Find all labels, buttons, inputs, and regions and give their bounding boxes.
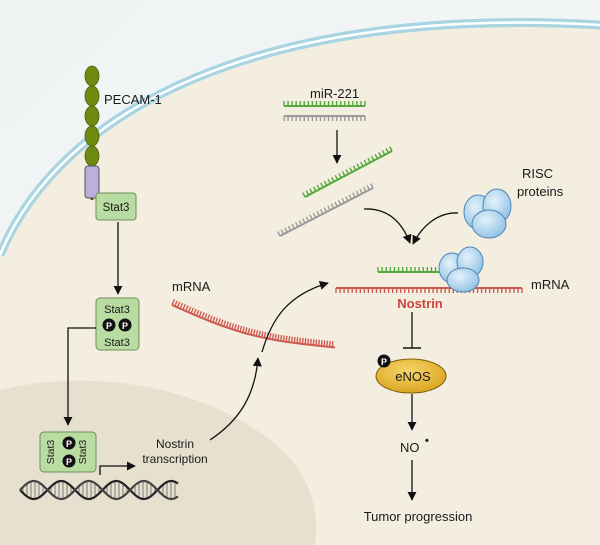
pecam-bead <box>84 85 100 107</box>
pecam-bead <box>84 125 100 147</box>
risc-label-1: RISC <box>522 166 553 181</box>
stat3-dimer-box <box>95 297 140 351</box>
arrow-transcription-to-mrna <box>209 357 262 441</box>
dna-strand <box>19 479 179 501</box>
pecam-1-receptor: PECAM-1 <box>84 65 162 200</box>
target-mrna-strand <box>335 287 523 293</box>
stat3-dimer: Stat3 Stat3 P P <box>95 297 140 351</box>
stat3-nuclear-left-label: Stat3 <box>45 440 57 465</box>
risc-label-2: proteins <box>517 184 564 199</box>
phospho-label: P <box>66 457 72 467</box>
mirna-passenger-strand <box>283 115 366 121</box>
phospho-badge <box>62 436 76 450</box>
stat3-dimer-bottom-label: Stat3 <box>104 337 130 349</box>
stat3-receptor-label: Stat3 <box>103 202 130 214</box>
tumor-progression-label: Tumor progression <box>364 509 473 524</box>
dna-helix <box>19 479 179 501</box>
phospho-badge <box>62 454 76 468</box>
phospho-label: P <box>106 321 112 331</box>
nostrin-mrna-free <box>171 299 336 349</box>
enos-phospho-label: P <box>381 357 387 367</box>
mir-221-label: miR-221 <box>310 86 359 101</box>
nostrin-transcription-label-1: Nostrin <box>156 437 194 451</box>
mirna-passenger-strand <box>277 183 374 237</box>
no-radical-dot: • <box>425 435 429 447</box>
risc-proteins <box>463 188 512 239</box>
mirna-guide-strand <box>302 146 393 198</box>
phospho-badge <box>118 318 132 332</box>
mirna-guide-strand <box>283 101 366 107</box>
mir-221-duplex <box>283 101 366 121</box>
dna-strand <box>19 479 179 501</box>
nostrin-mrna-target <box>335 267 523 293</box>
arrow-dimer-to-nucleus <box>63 327 96 426</box>
stat3-nuclear-dimer: Stat3 Stat3 P P <box>39 431 97 473</box>
pecam-ig-domains <box>84 65 100 167</box>
arrow-mrna-to-target <box>261 280 329 353</box>
mrna-label: mRNA <box>172 279 211 294</box>
mrna-target-label: mRNA <box>531 277 570 292</box>
pecam-bead <box>84 65 100 87</box>
pecam-label: PECAM-1 <box>104 92 162 107</box>
arrow-mirna-to-risc <box>363 208 412 244</box>
enos-label: eNOS <box>395 369 431 384</box>
nostrin-label: Nostrin <box>397 296 443 311</box>
stat3-dimer-top-label: Stat3 <box>104 304 130 316</box>
phospho-badge <box>102 318 116 332</box>
transcription-start-arrow <box>99 461 136 475</box>
phospho-label: P <box>66 439 72 449</box>
stat3-receptor-box <box>95 192 137 221</box>
arrow-risc-loading <box>412 212 459 245</box>
no-label: NO <box>400 440 420 455</box>
phospho-label: P <box>122 321 128 331</box>
risc-bound <box>438 246 484 293</box>
enos-phospho-badge <box>377 354 391 368</box>
nostrin-transcription-label-2: transcription <box>142 452 207 466</box>
membrane-inner-line <box>0 21 600 256</box>
pecam-transmembrane-domain <box>84 165 100 199</box>
stat3-nuclear-box <box>39 431 97 473</box>
nucleus <box>0 380 317 545</box>
pecam-bead <box>84 105 100 127</box>
enos-protein <box>375 358 447 394</box>
stat3-nuclear-right-label: Stat3 <box>77 440 89 465</box>
mir-221-separated-strands <box>277 146 393 237</box>
pecam-bead <box>84 145 100 167</box>
